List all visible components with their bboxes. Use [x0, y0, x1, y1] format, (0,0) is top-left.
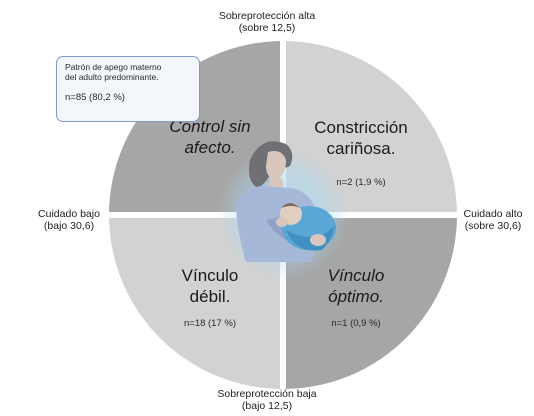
callout-count: n=85 (80,2 %): [65, 92, 125, 103]
axis-label-top: Sobreprotección alta (sobre 12,5): [218, 10, 316, 34]
quadrant-top-left-title: Control sin afecto.: [169, 117, 251, 157]
axis-label-bottom: Sobreprotección baja (bajo 12,5): [217, 388, 317, 412]
axis-label-left: Cuidado bajo (bajo 30,6): [38, 208, 100, 232]
quadrant-top-right-title: Constricción cariñosa.: [314, 118, 408, 158]
quadrant-bottom-left-count: n=18 (17 %): [183, 318, 237, 329]
quadrant-top-right-count: n=2 (1,9 %): [336, 177, 386, 188]
predominant-pattern-callout: Patrón de apego materno del adulto predo…: [56, 56, 200, 122]
quadrant-bottom-left-title: Vínculo débil.: [181, 266, 239, 306]
quadrant-bottom-right-title: Vínculo óptimo.: [327, 266, 385, 306]
quadrant-bottom-right-count: n=1 (0,9 %): [331, 318, 381, 329]
callout-text: Patrón de apego materno del adulto predo…: [65, 62, 162, 82]
mother-holding-baby-icon: [217, 141, 349, 280]
axis-label-right: Cuidado alto (sobre 30,6): [463, 208, 523, 232]
